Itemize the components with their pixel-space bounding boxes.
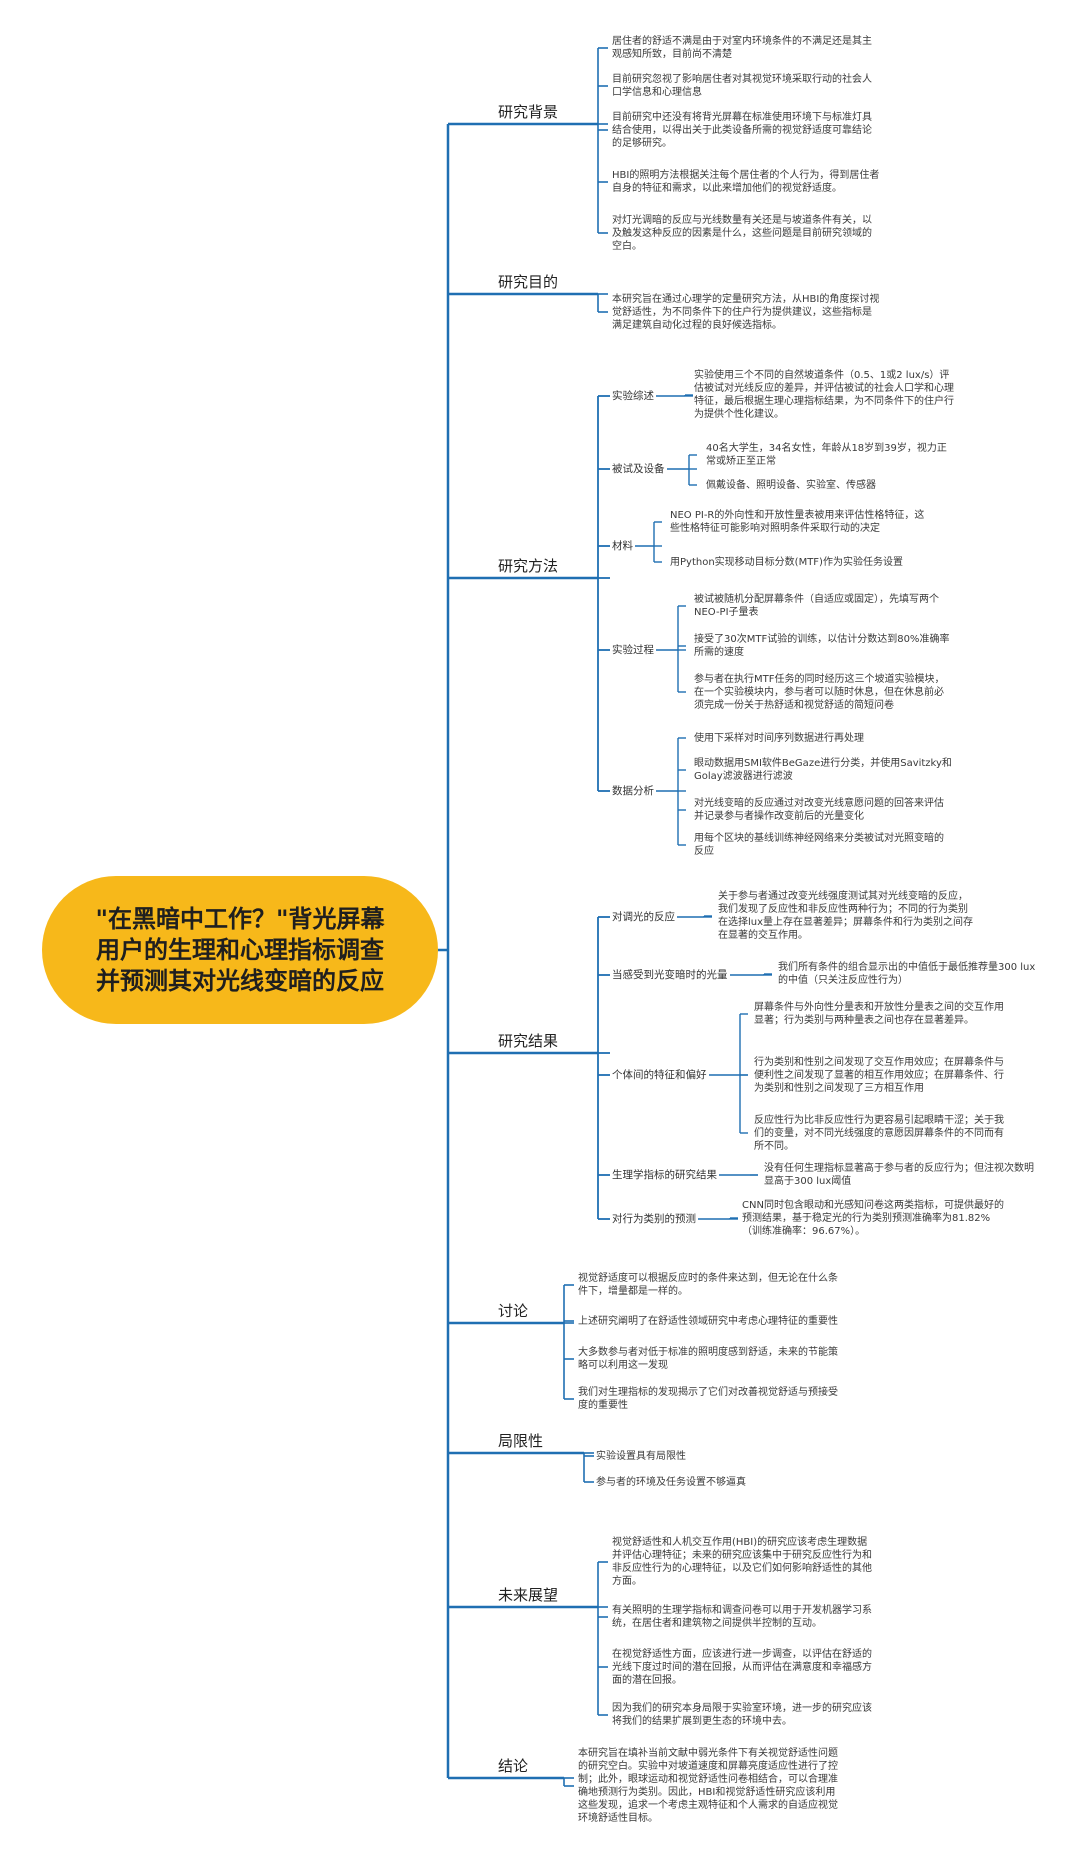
section-label: 研究方法 xyxy=(498,557,559,575)
section-label: 研究结果 xyxy=(498,1032,559,1050)
leaf-text: 接受了30次MTF试验的训练，以估计分数达到80%准确率所需的速度 xyxy=(694,634,950,658)
leaf-text: 居住者的舒适不满是由于对室内环境条件的不满足还是其主观感知所致，目前尚不清楚 xyxy=(612,36,872,60)
section-label: 讨论 xyxy=(498,1302,529,1320)
leaf-text: 本研究旨在通过心理学的定量研究方法，从HBI的角度探讨视觉舒适性，为不同条件下的… xyxy=(612,293,880,331)
leaf-text: NEO PI-R的外向性和开放性量表被用来评估性格特征，这些性格特征可能影响对照… xyxy=(670,510,925,534)
subtopic-label: 当感受到光变暗时的光量 xyxy=(612,968,728,981)
leaf-text: 参与者在执行MTF任务的同时经历这三个坡道实验模块，在一个实验模块内，参与者可以… xyxy=(694,673,945,711)
section-label: 未来展望 xyxy=(498,1586,559,1604)
leaf-text: 大多数参与者对低于标准的照明度感到舒适，未来的节能策略可以利用这一发现 xyxy=(578,1347,838,1371)
leaf-text: 40名大学生，34名女性，年龄从18岁到39岁，视力正常或矫正至正常 xyxy=(706,443,947,467)
leaf-text: 参与者的环境及任务设置不够逼真 xyxy=(596,1476,746,1488)
leaf-text: 没有任何生理指标显著高于参与者的反应行为；但注视次数明显高于300 lux阈值 xyxy=(764,1163,1034,1187)
leaf-text: 用Python实现移动目标分数(MTF)作为实验任务设置 xyxy=(670,556,903,568)
leaf-text: 我们所有条件的组合显示出的中值低于最低推荐量300 lux的中值（只关注反应性行… xyxy=(778,962,1036,986)
subtopic-label: 对调光的反应 xyxy=(612,910,675,923)
leaf-text: 视觉舒适度可以根据反应时的条件来达到，但无论在什么条件下，增量都是一样的。 xyxy=(578,1273,838,1297)
leaf-text: 实验设置具有局限性 xyxy=(596,1450,686,1462)
leaf-text: 上述研究阐明了在舒适性领域研究中考虑心理特征的重要性 xyxy=(578,1315,838,1327)
subtopic-label: 个体间的特征和偏好 xyxy=(612,1068,707,1081)
leaf-text: 对光线变暗的反应通过对改变光线意愿问题的回答来评估并记录参与者操作改变前后的光量… xyxy=(694,798,944,822)
subtopic-label: 数据分析 xyxy=(612,784,654,797)
subtopic-label: 生理学指标的研究结果 xyxy=(612,1168,717,1181)
leaf-text: 目前研究中还没有将背光屏幕在标准使用环境下与标准灯具结合使用，以得出关于此类设备… xyxy=(612,111,872,149)
section-label: 局限性 xyxy=(498,1432,544,1450)
leaf-text: 有关照明的生理学指标和调查问卷可以用于开发机器学习系统，在居住者和建筑物之间提供… xyxy=(612,1605,872,1629)
section-label: 研究背景 xyxy=(498,103,559,121)
subtopic-label: 实验过程 xyxy=(612,643,654,656)
leaf-text: 我们对生理指标的发现揭示了它们对改善视觉舒适与预接受度的重要性 xyxy=(578,1387,838,1411)
subtopic-label: 实验综述 xyxy=(612,389,654,402)
leaf-text: 屏幕条件与外向性分量表和开放性分量表之间的交互作用显著；行为类别与两种量表之间也… xyxy=(754,1002,1004,1026)
leaf-text: 关于参与者通过改变光线强度测试其对光线变暗的反应，我们发现了反应性和非反应性两种… xyxy=(718,891,974,941)
leaf-text: 被试被随机分配屏幕条件（自适应或固定），先填写两个NEO-PI子量表 xyxy=(694,594,939,618)
leaf-text: 行为类别和性别之间发现了交互作用效应；在屏幕条件与便利性之间发现了显著的相互作用… xyxy=(754,1056,1004,1094)
leaf-text: 因为我们的研究本身局限于实验室环境，进一步的研究应该将我们的结果扩展到更生态的环… xyxy=(612,1703,872,1727)
section-label: 研究目的 xyxy=(498,273,559,291)
leaf-text: 实验使用三个不同的自然坡道条件（0.5、1或2 lux/s）评估被试对光线反应的… xyxy=(694,370,954,420)
leaf-text: 在视觉舒适性方面，应该进行进一步调查，以评估在舒适的光线下度过时间的潜在回报，从… xyxy=(612,1648,872,1686)
subtopic-label: 被试及设备 xyxy=(612,462,665,475)
subtopic-label: 对行为类别的预测 xyxy=(612,1212,696,1225)
leaf-text: HBI的照明方法根据关注每个居住者的个人行为，得到居住者自身的特征和需求，以此来… xyxy=(612,170,880,194)
root-topic: "在黑暗中工作？"背光屏幕用户的生理和心理指标调查并预测其对光线变暗的反应 xyxy=(42,876,438,1024)
leaf-text: 使用下采样对时间序列数据进行再处理 xyxy=(694,732,864,744)
section-label: 结论 xyxy=(498,1757,529,1775)
leaf-text: 反应性行为比非反应性行为更容易引起眼睛干涩；关于我们的变量，对不同光线强度的意愿… xyxy=(754,1114,1004,1152)
leaf-text: 目前研究忽视了影响居住者对其视觉环境采取行动的社会人口学信息和心理信息 xyxy=(612,74,872,98)
leaf-text: 对灯光调暗的反应与光线数量有关还是与坡道条件有关，以及触发这种反应的因素是什么，… xyxy=(612,214,872,252)
leaf-text: 佩戴设备、照明设备、实验室、传感器 xyxy=(706,479,876,491)
leaf-text: 用每个区块的基线训练神经网络来分类被试对光照变暗的反应 xyxy=(694,833,944,857)
leaf-text: 视觉舒适性和人机交互作用(HBI)的研究应该考虑生理数据并评估心理特征；未来的研… xyxy=(612,1537,872,1587)
leaf-text: 眼动数据用SMI软件BeGaze进行分类，并使用Savitzky和Golay滤波… xyxy=(694,758,952,782)
subtopic-label: 材料 xyxy=(612,539,633,552)
leaf-text: CNN同时包含眼动和光感知问卷这两类指标，可提供最好的预测结果，基于稳定光的行为… xyxy=(742,1199,1004,1237)
leaf-text: 本研究旨在填补当前文献中弱光条件下有关视觉舒适性问题的研究空白。实验中对坡道速度… xyxy=(578,1748,838,1824)
